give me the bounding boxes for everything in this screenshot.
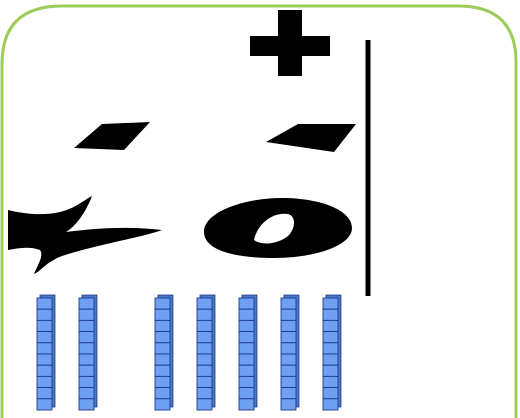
unit-cube: [196, 398, 213, 411]
unit-cube: [238, 297, 255, 310]
unit-cube: [78, 331, 95, 344]
unit-cube: [36, 319, 53, 333]
digit-stroke-top-left: [74, 122, 150, 150]
unit-cube: [280, 297, 297, 310]
unit-cube: [196, 364, 213, 377]
unit-cube: [196, 353, 213, 366]
base-ten-rod-icon: [238, 294, 258, 411]
unit-cube: [238, 353, 255, 366]
unit-cube: [78, 387, 95, 400]
unit-cube: [322, 308, 339, 321]
unit-cube: [154, 319, 171, 333]
unit-cube: [280, 364, 297, 377]
base-ten-rod-icon: [196, 294, 216, 411]
unit-cube: [280, 342, 297, 355]
panel-border: [0, 4, 518, 418]
unit-cube: [322, 319, 339, 333]
unit-cube: [36, 364, 53, 377]
base-ten-rod-icon: [36, 294, 56, 411]
unit-cube: [322, 387, 339, 400]
unit-cube: [36, 398, 53, 411]
unit-cube: [280, 387, 297, 400]
unit-cube: [78, 353, 95, 366]
unit-cube: [196, 319, 213, 333]
unit-cube: [154, 364, 171, 377]
unit-cube: [238, 331, 255, 344]
unit-cube: [196, 375, 213, 389]
unit-cube: [238, 364, 255, 377]
unit-cube: [322, 297, 339, 310]
unit-cube: [280, 308, 297, 321]
unit-cube: [238, 308, 255, 321]
base-ten-rod-icon: [154, 294, 174, 411]
unit-cube: [238, 375, 255, 389]
unit-cube: [280, 353, 297, 366]
unit-cube: [36, 387, 53, 400]
unit-cube: [154, 297, 171, 310]
unit-cube: [36, 297, 53, 310]
unit-cube: [196, 308, 213, 321]
unit-cube: [78, 398, 95, 411]
unit-cube: [36, 342, 53, 355]
digit-stroke-top-right: [266, 124, 356, 152]
base-ten-rods: [36, 294, 342, 411]
unit-cube: [154, 353, 171, 366]
unit-cube: [196, 342, 213, 355]
plus-sign-icon: [250, 10, 330, 76]
unit-cube: [196, 297, 213, 310]
base-ten-rod-icon: [322, 294, 342, 411]
unit-cube: [154, 387, 171, 400]
unit-cube: [154, 398, 171, 411]
unit-cube: [322, 375, 339, 389]
unit-cube: [36, 331, 53, 344]
unit-cube: [238, 319, 255, 333]
unit-cube: [154, 331, 171, 344]
unit-cube: [78, 375, 95, 389]
unit-cube: [322, 331, 339, 344]
unit-cube: [238, 398, 255, 411]
unit-cube: [154, 342, 171, 355]
unit-cube: [36, 353, 53, 366]
digit-shape-bottom-right: [204, 198, 352, 258]
unit-cube: [280, 398, 297, 411]
digit-shape-bottom-left: [8, 196, 162, 274]
unit-cube: [78, 364, 95, 377]
unit-cube: [280, 331, 297, 344]
base-ten-rod-icon: [280, 294, 300, 411]
unit-cube: [78, 342, 95, 355]
unit-cube: [322, 353, 339, 366]
unit-cube: [196, 331, 213, 344]
unit-cube: [196, 387, 213, 400]
unit-cube: [238, 342, 255, 355]
unit-cube: [154, 375, 171, 389]
unit-cube: [322, 398, 339, 411]
base-ten-rod-icon: [78, 294, 98, 411]
unit-cube: [78, 319, 95, 333]
unit-cube: [322, 342, 339, 355]
unit-cube: [280, 375, 297, 389]
unit-cube: [154, 308, 171, 321]
unit-cube: [78, 308, 95, 321]
unit-cube: [36, 375, 53, 389]
unit-cube: [238, 387, 255, 400]
unit-cube: [36, 308, 53, 321]
unit-cube: [280, 319, 297, 333]
unit-cube: [322, 364, 339, 377]
unit-cube: [78, 297, 95, 310]
